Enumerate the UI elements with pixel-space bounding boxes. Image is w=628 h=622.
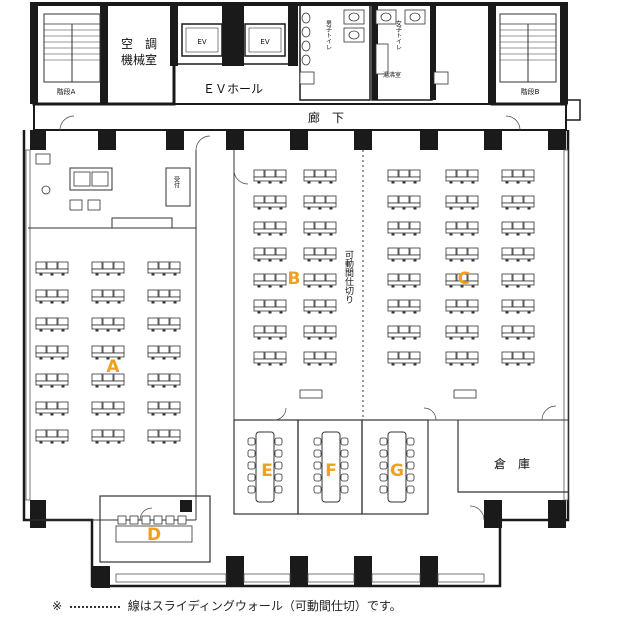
machine-room-label-1: 空 調 bbox=[121, 37, 157, 51]
storage-room bbox=[457, 420, 568, 493]
reception-label: 受付 bbox=[173, 175, 180, 189]
room-bc-front-desks bbox=[299, 389, 477, 399]
pillars bbox=[30, 130, 566, 588]
ev1-label: EV bbox=[197, 38, 206, 46]
room-c-desks bbox=[387, 169, 535, 366]
stairs-a-drawing bbox=[43, 13, 101, 83]
note-mark: ※ bbox=[52, 599, 63, 613]
room-d bbox=[99, 495, 211, 563]
womens-wc-label: 女子トイレ bbox=[395, 19, 402, 50]
windows bbox=[25, 149, 569, 583]
mens-wc-label: 男子トイレ bbox=[325, 20, 332, 50]
room-b-letter: B bbox=[288, 269, 301, 289]
kitchenette-label: 湯沸室 bbox=[383, 71, 401, 79]
reception-equipment bbox=[35, 153, 109, 211]
stairs-b-label: 階段B bbox=[521, 87, 540, 96]
core-walls bbox=[30, 2, 568, 104]
toilet-fixtures bbox=[299, 9, 449, 85]
room-a-desks bbox=[35, 261, 181, 444]
ev2-label: EV bbox=[260, 38, 269, 46]
partition-label: 可動間仕切り bbox=[343, 250, 354, 304]
storage-label: 倉 庫 bbox=[494, 456, 530, 471]
stairs-a-label: 階段A bbox=[57, 87, 76, 96]
room-a bbox=[28, 150, 197, 521]
meeting-rooms bbox=[233, 419, 429, 515]
elevator-cars bbox=[185, 27, 282, 53]
room-a-letter: A bbox=[106, 357, 120, 377]
room-f-letter: F bbox=[325, 461, 337, 481]
ev-hall-label: ＥＶホール bbox=[203, 82, 263, 96]
stairs-b-drawing bbox=[499, 13, 557, 83]
legend-note: ※ 線はスライディングウォール（可動間仕切）です。 bbox=[52, 597, 612, 617]
room-d-table bbox=[115, 515, 193, 543]
room-e-letter: E bbox=[261, 461, 273, 481]
corridor-label: 廊 下 bbox=[308, 110, 344, 125]
room-g-letter: G bbox=[390, 461, 404, 481]
room-d-letter: D bbox=[147, 525, 161, 545]
door-swings bbox=[59, 115, 557, 521]
note-text: 線はスライディングウォール（可動間仕切）です。 bbox=[127, 599, 402, 613]
room-c-letter: C bbox=[458, 269, 470, 289]
room-b-desks bbox=[253, 169, 337, 366]
dotted-line-sample bbox=[69, 605, 120, 608]
machine-room-label-2: 機械室 bbox=[121, 52, 157, 67]
